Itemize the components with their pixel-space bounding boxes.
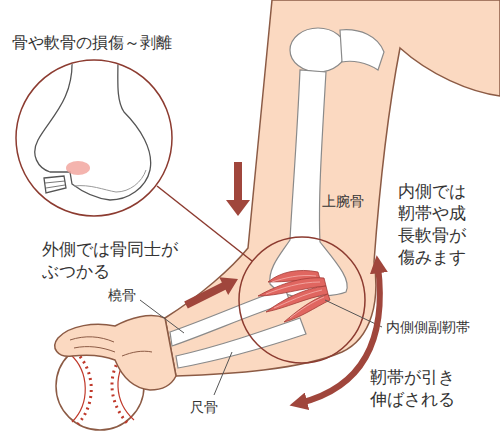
annotation: 内側では靭帯や成長軟骨が傷みます <box>398 180 469 268</box>
seam-stitch <box>76 352 91 424</box>
bone-fragment <box>44 176 66 193</box>
bones <box>170 28 384 368</box>
inset-circle: 骨や軟骨の損傷～剥離 <box>8 32 180 218</box>
ligament <box>258 270 330 322</box>
fragment-layer <box>45 181 65 188</box>
fibre <box>266 282 320 294</box>
thumb-line <box>122 351 152 356</box>
annotation: 靭帯が引き伸ばされる <box>370 366 458 410</box>
humerus <box>270 70 348 300</box>
cartilage-line <box>74 170 146 192</box>
leader-line <box>325 300 382 327</box>
inset-outline <box>16 60 172 216</box>
elbow-circle <box>239 237 365 363</box>
scapula <box>340 30 384 70</box>
fibre <box>290 297 324 318</box>
node-outline <box>8 32 180 218</box>
part-label: 内側側副靭帯 <box>386 318 470 336</box>
bone-label: 橈骨 <box>108 286 136 304</box>
stretch-arrow <box>300 266 380 403</box>
fibre <box>272 275 316 282</box>
bone-label: 尺骨 <box>190 398 218 416</box>
leader-line <box>140 300 184 333</box>
down-arrow <box>226 162 250 216</box>
finger-line <box>70 337 114 342</box>
fibre <box>274 290 322 308</box>
push-arrow <box>184 277 238 308</box>
bone-label: 上腕骨 <box>322 192 364 210</box>
finger-lines <box>70 337 152 356</box>
hand <box>55 316 176 390</box>
humerus-head <box>290 28 346 72</box>
annotation: 外側では骨同士がぶつかる <box>42 238 181 282</box>
finger-line <box>74 347 115 352</box>
damage-spot <box>66 161 90 175</box>
ligament-fibres <box>266 275 324 318</box>
distal-humerus <box>35 58 151 200</box>
inset-bone <box>35 58 151 200</box>
ligament-strand <box>284 294 330 322</box>
inset-heading: 骨や軟骨の損傷～剥離 <box>8 32 180 54</box>
leader-line <box>214 352 232 395</box>
seam <box>70 354 85 422</box>
arm-skin <box>165 0 500 376</box>
